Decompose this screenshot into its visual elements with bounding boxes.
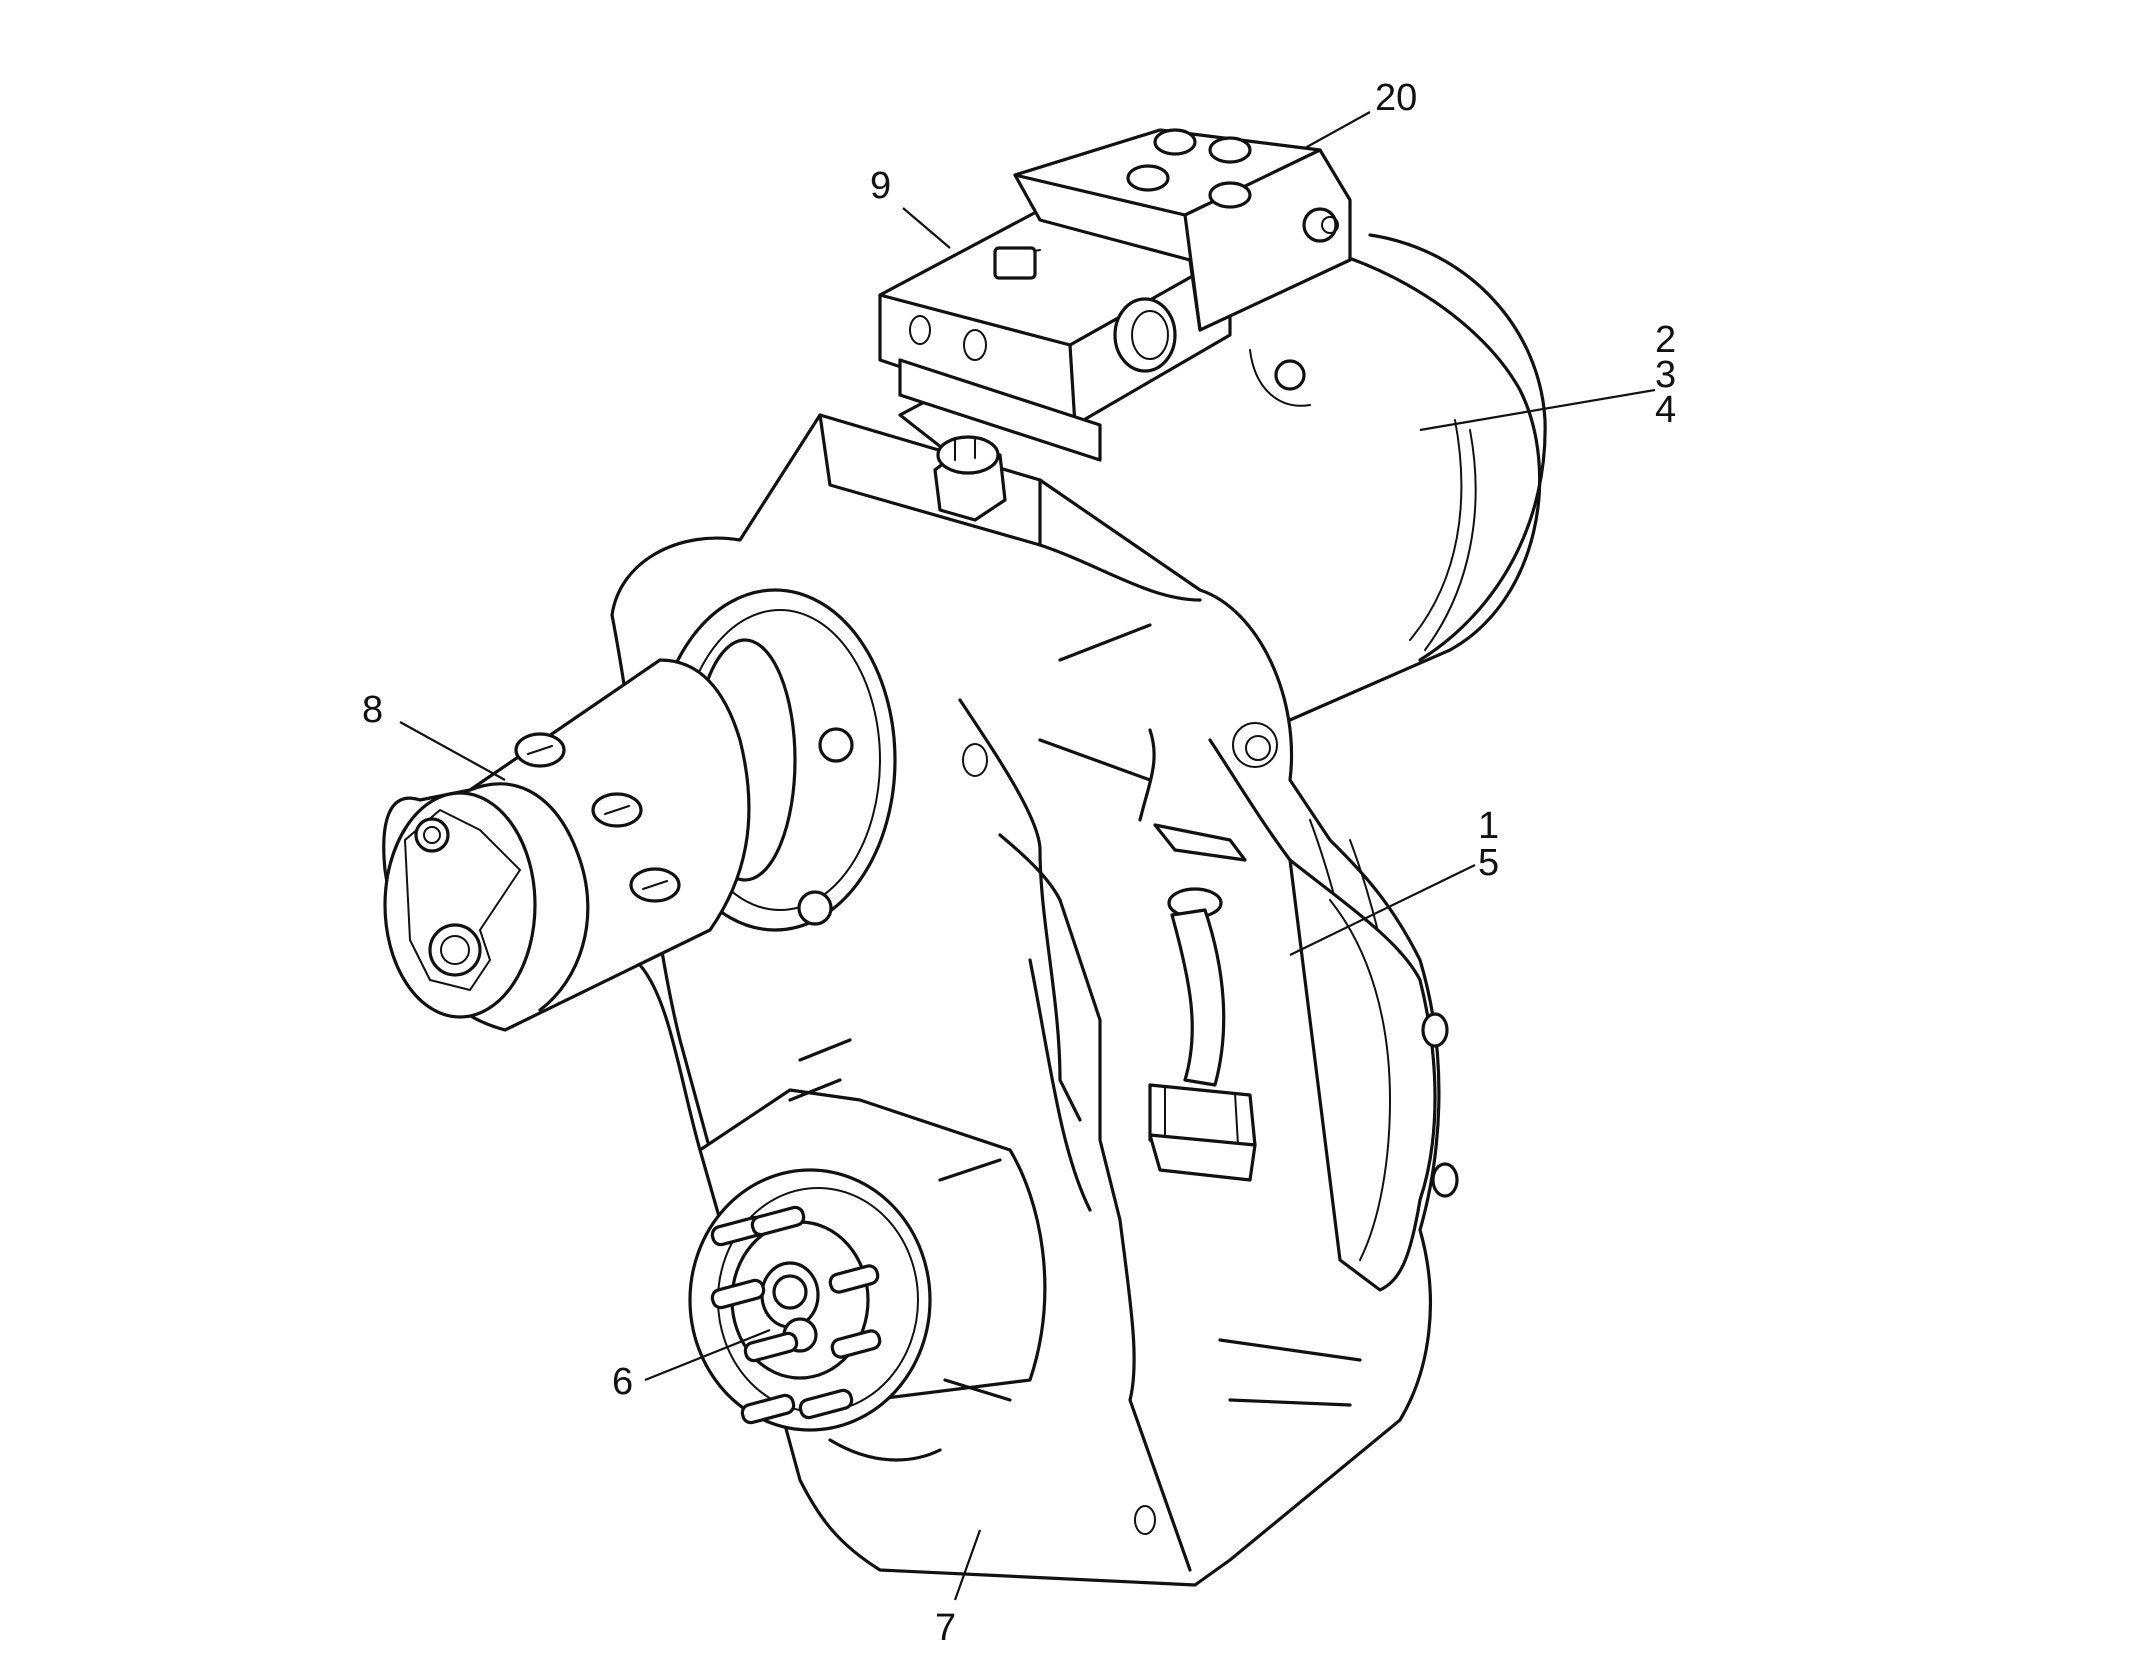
- side-cover: [1288, 858, 1459, 1292]
- breather-fitting: [933, 435, 1007, 522]
- callout-7: 7: [935, 1607, 956, 1649]
- flange-studs: [710, 1205, 882, 1425]
- callout-9: 9: [870, 165, 891, 207]
- callout-3: 3: [1655, 354, 1676, 396]
- callout-8: 8: [362, 689, 383, 731]
- sensor-pipe: [1148, 823, 1257, 1182]
- valve-block: [878, 208, 1232, 462]
- callout-20: 20: [1375, 77, 1417, 119]
- callout-6: 6: [612, 1361, 633, 1403]
- leader-lines: [399, 111, 1656, 1601]
- callout-labels: 20 9 2 3 4 8 1 5 6 7: [362, 77, 1676, 1649]
- callout-4: 4: [1655, 389, 1676, 431]
- callout-2: 2: [1655, 319, 1676, 361]
- callout-5: 5: [1478, 842, 1499, 884]
- top-block: [1013, 128, 1352, 407]
- drive-flange: [688, 1038, 1047, 1462]
- callout-1: 1: [1478, 805, 1499, 847]
- hydraulic-motor: [382, 588, 897, 1152]
